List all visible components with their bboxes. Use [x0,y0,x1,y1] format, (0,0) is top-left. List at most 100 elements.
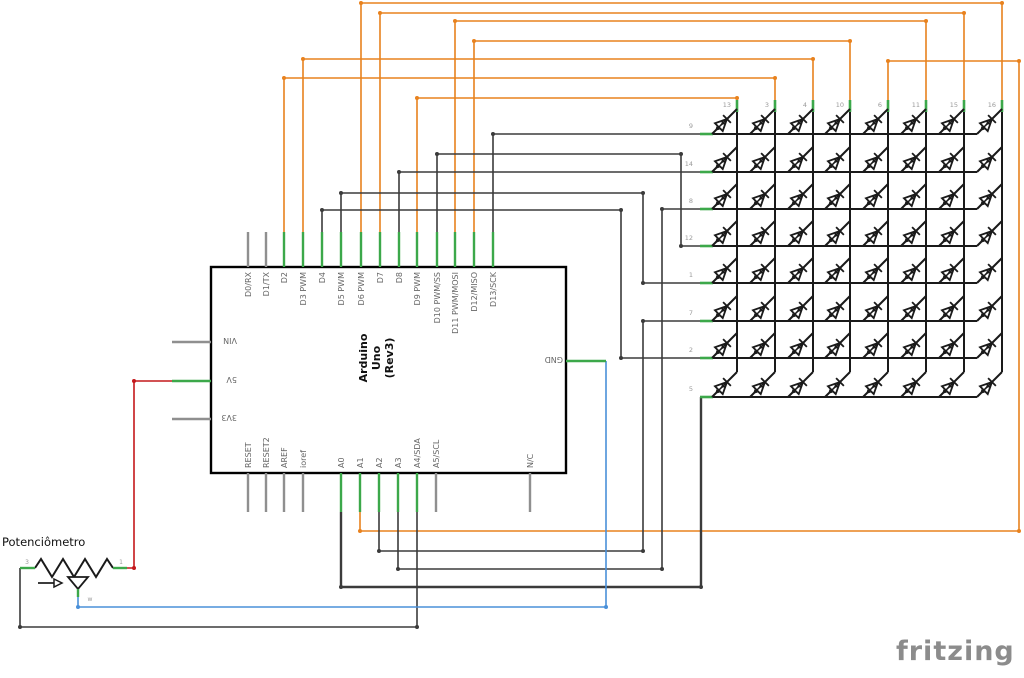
wire-bend-dot [76,605,80,609]
led-arrowhead [985,383,991,389]
led [976,257,1003,284]
arduino-top-pin-label: D13/SCK [489,271,498,307]
led-arrowhead [720,158,726,164]
led-arrowhead [947,383,953,389]
led-arrowhead [909,158,915,164]
led-arrowhead [791,201,796,206]
led [976,108,1003,135]
led [749,371,776,398]
led-arrowhead [720,344,726,350]
potentiometer-resistor-zigzag [34,557,114,579]
led-arrowhead [942,201,947,206]
matrix-column-pin-label: 11 [912,101,920,109]
led-arrowhead [796,383,802,389]
led-arrowhead [904,350,909,355]
arduino-bottom-pin-label: RESET [244,442,253,468]
led [787,220,814,247]
led [787,257,814,284]
led-arrowhead [833,383,839,389]
led-arrowhead [871,120,877,126]
led-arrowhead [758,307,764,313]
wire-bend-dot [604,605,608,609]
matrix-row-pin-label: 8 [689,197,693,205]
wire-D6-col16 [360,2,1003,232]
led-arrowhead [942,313,947,318]
matrix-column-pin-label: 4 [803,101,807,109]
matrix-column-pin-label: 3 [765,101,769,109]
wire-bend-dot [924,19,928,23]
led [976,295,1003,322]
led [938,183,965,210]
led [711,108,738,135]
led-arrowhead [720,269,726,275]
led [749,108,776,135]
led [749,146,776,173]
wire-bend-dot [359,1,363,5]
led-arrowhead [871,195,877,201]
led-arrowhead [791,389,796,394]
led-arrowhead [753,350,758,355]
wire-bend-dot [378,11,382,15]
arduino-top-pin-label: D2 [280,272,289,283]
wire-bend-dot [18,625,22,629]
led [862,332,889,359]
wire-bend-dot [735,96,739,100]
led-arrowhead [753,238,758,243]
led-arrowhead [866,126,871,131]
led-arrowhead [947,232,953,238]
led-arrowhead [828,164,833,169]
led [900,146,927,173]
arduino-top-pin-label: D10 PWM/SS [433,272,442,323]
led-arrowhead [866,313,871,318]
matrix-row-pin-label: 5 [689,385,693,393]
led-arrowhead [720,120,726,126]
led-arrowhead [833,307,839,313]
led [938,295,965,322]
led [749,332,776,359]
wire-bend-dot [1017,59,1021,63]
arduino-bottom-pin-label: A0 [337,457,346,468]
led-arrowhead [909,344,915,350]
arduino-bottom-pin-label: A3 [394,457,403,468]
led-arrowhead [980,389,985,394]
arduino-bottom-pin-label: ioref [299,450,308,468]
led [711,295,738,322]
led-arrowhead [985,158,991,164]
wire-bend-dot [301,57,305,61]
led-arrowhead [980,238,985,243]
led-arrowhead [796,307,802,313]
potentiometer-wiper-arrowhead [53,577,64,589]
led [749,220,776,247]
led-arrowhead [904,201,909,206]
led [900,295,927,322]
potentiometer-wiper-label: w [88,596,93,603]
arduino-left-pin-label: VIN [223,336,237,345]
led [824,295,851,322]
led [787,295,814,322]
wire-D2-col3 [283,77,776,232]
led-arrowhead [980,275,985,280]
matrix-row-pin-label: 12 [685,234,693,242]
led [976,332,1003,359]
led-arrowhead [715,275,720,280]
arduino-title-line: (Rev3) [383,338,396,379]
led [938,257,965,284]
wire-bend-dot [415,96,419,100]
wire-bend-dot [132,379,136,383]
led-arrowhead [942,126,947,131]
led [711,332,738,359]
matrix-column-pin-label: 13 [723,101,731,109]
led-arrowhead [909,120,915,126]
wire-D3-col4 [302,58,814,232]
led-arrowhead [791,275,796,280]
wire-bend-dot [641,549,645,553]
led-arrowhead [753,389,758,394]
led [862,183,889,210]
wire-bend-dot [773,76,777,80]
led [711,220,738,247]
led [862,257,889,284]
led-arrowhead [753,201,758,206]
led [862,220,889,247]
wire-bend-dot [660,207,664,211]
led-arrowhead [985,232,991,238]
